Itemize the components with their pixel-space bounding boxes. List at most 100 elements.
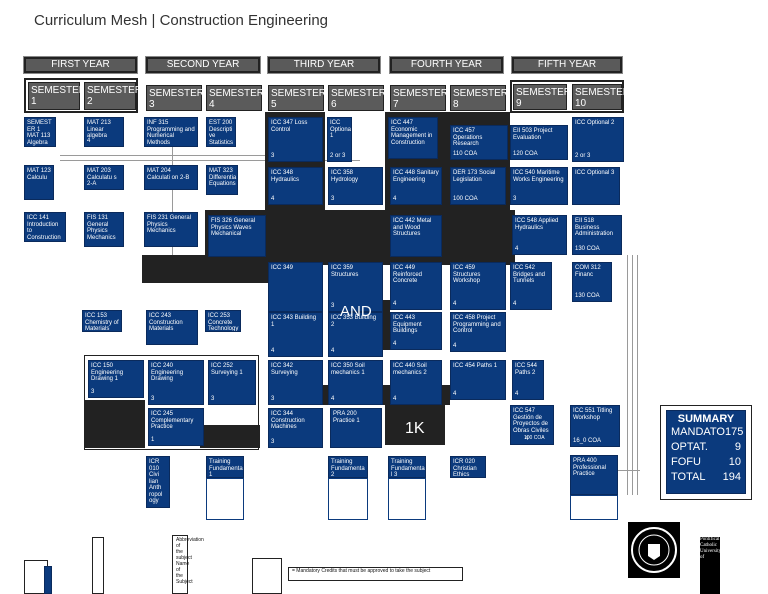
course-card-icc447[interactable]: ICC 447 Economic Management in Construct… — [388, 117, 438, 159]
legend-abbreviation-text: Abbreviation of the subject Name of the … — [176, 537, 204, 585]
connector-line — [627, 255, 628, 495]
course-card-semester1-algebra[interactable]: SEMEST ER 1 MAT 113 Algebra — [24, 117, 56, 147]
summary-frame — [660, 405, 752, 500]
year-header-4: FOURTH YEAR — [389, 56, 504, 74]
course-card-icr010[interactable]: ICR 010 Civi lian Anth ropol ogy — [146, 456, 170, 508]
semester-1: SEMESTER 1 — [28, 82, 86, 110]
year-header-2: SECOND YEAR — [145, 56, 261, 74]
semester-5: SEMESTER 5 — [268, 85, 326, 111]
year5-semester-frame — [510, 80, 624, 113]
empty-slot — [570, 495, 618, 520]
dark-block — [142, 255, 272, 283]
university-name: Pontifical Catholic University of — [700, 537, 720, 594]
and-label: AND — [340, 303, 372, 320]
course-card-training-3[interactable]: Training Fundamenta l 3 — [388, 456, 426, 478]
legend-mandatory-text: = Mandatory Credits that must be approve… — [292, 568, 431, 574]
summary-row-optional: OPTAT.9 — [671, 441, 741, 453]
semester-2: SEMESTER 2 — [84, 82, 142, 110]
course-card-icc153[interactable]: ICC 153 Chemistry of Materials — [82, 310, 122, 332]
course-card-icc141[interactable]: ICC 141 Introduction to Construction Eng… — [24, 212, 66, 242]
dark-block — [85, 400, 145, 448]
course-card-icc253[interactable]: ICC 253 Concrete Technology — [205, 310, 241, 332]
course-card-icc349[interactable]: ICC 349 — [268, 262, 323, 312]
course-card-fis326[interactable]: FIS 326 General Physics Waves Mechanical — [208, 215, 266, 257]
page-title: Curriculum Mesh | Construction Engineeri… — [34, 12, 329, 29]
semester-8: SEMESTER 8 — [450, 85, 508, 111]
connector-line — [60, 160, 360, 161]
connector-line — [632, 255, 633, 495]
course-card-mat323[interactable]: MAT 323 Differentia Equations — [206, 165, 238, 195]
empty-slot — [206, 478, 244, 520]
course-card-fis131[interactable]: FIS 131 General Physics Mechanics — [84, 212, 124, 247]
course-card-mat123[interactable]: MAT 123 Calculu — [24, 165, 54, 200]
connector-line — [610, 470, 640, 471]
course-card-training-1[interactable]: Training Fundamenta 1 — [206, 456, 244, 478]
semester-9: SEMESTER 9 — [513, 84, 571, 110]
course-card-icc243[interactable]: ICC 243 Construction Materials — [146, 310, 198, 345]
course-card-icc547[interactable]: ICC 547 Gestión de Proyectos de Obras Ci… — [510, 405, 554, 445]
semester-3: SEMESTER 3 — [146, 85, 204, 111]
course-card-fis231[interactable]: FIS 231 General Physics Mechanics — [144, 212, 198, 247]
course-card-training-2[interactable]: Training Fundamenta 2 — [328, 456, 368, 478]
semester-7: SEMESTER 7 — [390, 85, 448, 111]
legend-box — [92, 537, 104, 594]
semester-4: SEMESTER 4 — [206, 85, 264, 111]
empty-slot — [328, 478, 368, 520]
course-card-mat204[interactable]: MAT 204 Calculati on 2-B — [144, 165, 198, 190]
course-card-icc442[interactable]: ICC 442 Metal and Wood Structures — [390, 215, 442, 257]
icc547-credits: 100 COA — [524, 435, 545, 441]
course-card-inf315[interactable]: INF 315 Programming and Numerical Method… — [144, 117, 198, 147]
course-card-icr020[interactable]: ICR 020 Christian Ethics — [450, 456, 486, 478]
year-header-1: FIRST YEAR — [23, 56, 138, 74]
course-card-pra200[interactable]: PRA 200 Practice 1 — [330, 408, 382, 448]
summary-title: SUMMARY — [677, 413, 735, 425]
connector-line — [60, 155, 290, 156]
course-card-est200[interactable]: EST 200 Descripti ve Statistics — [206, 117, 236, 147]
dark-block — [200, 425, 260, 448]
course-card-pra400[interactable]: PRA 400 Professional Practice — [570, 455, 618, 495]
course-card-icc-optional-3[interactable]: ICC Optional 3 — [572, 167, 620, 205]
legend-mandatory-box — [288, 567, 463, 581]
connector-line — [637, 255, 638, 495]
year1-semester-frame — [24, 78, 138, 113]
course-card-mat203[interactable]: MAT 203 Calculatu s 2-A — [84, 165, 124, 190]
connector-line — [172, 140, 173, 260]
1k-label: 1K — [405, 420, 425, 437]
year-header-5: FIFTH YEAR — [511, 56, 623, 74]
